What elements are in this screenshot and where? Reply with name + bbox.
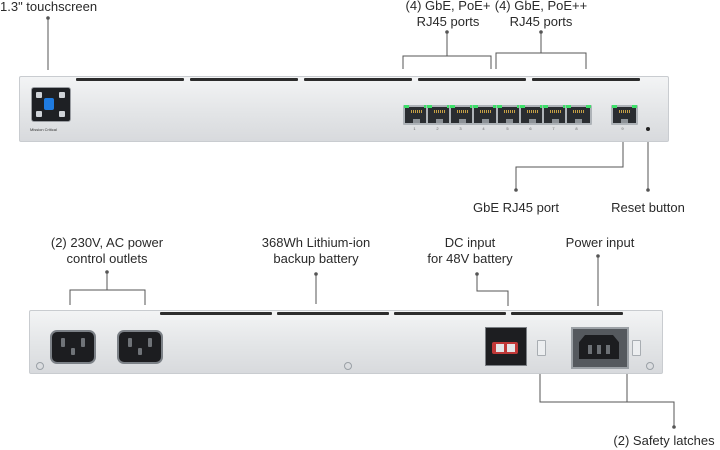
dc-input-connector[interactable] bbox=[485, 327, 527, 366]
screw-icon bbox=[36, 362, 44, 370]
vent-slot bbox=[160, 312, 272, 315]
label-dc-input: DC input for 48V battery bbox=[420, 235, 520, 267]
label-ac-outlets-line2: control outlets bbox=[66, 251, 148, 266]
label-ac-outlets: (2) 230V, AC power control outlets bbox=[42, 235, 172, 267]
screw-icon bbox=[344, 362, 352, 370]
vent-slot bbox=[511, 312, 623, 315]
label-power-input: Power input bbox=[565, 235, 635, 250]
label-gbe-rj45-port: GbE RJ45 port bbox=[473, 200, 559, 215]
vent-slot bbox=[418, 78, 526, 81]
label-dc-input-line2: for 48V battery bbox=[427, 251, 513, 266]
ac-outlet[interactable] bbox=[50, 330, 96, 364]
label-poe-plusplus: (4) GbE, PoE++ RJ45 ports bbox=[493, 0, 589, 30]
safety-latch[interactable] bbox=[537, 340, 546, 356]
screen-icon bbox=[36, 92, 42, 98]
label-poe-plusplus-line1: (4) GbE, PoE++ bbox=[494, 0, 588, 13]
label-ac-outlets-line1: (2) 230V, AC power bbox=[50, 235, 164, 250]
label-battery: 368Wh Lithium-ion backup battery bbox=[254, 235, 378, 267]
port-label: 6 bbox=[529, 126, 532, 131]
rj45-port-poe-plusplus[interactable] bbox=[565, 105, 592, 125]
vent-slot bbox=[277, 312, 389, 315]
port-label: 9 bbox=[621, 126, 624, 131]
vent-slot bbox=[304, 78, 412, 81]
label-dc-input-line1: DC input bbox=[444, 235, 496, 250]
port-label: 7 bbox=[552, 126, 555, 131]
port-label: 3 bbox=[459, 126, 462, 131]
label-reset-button: Reset button bbox=[611, 200, 685, 215]
label-poe-plus-line2: RJ45 ports bbox=[416, 14, 480, 29]
vent-slot bbox=[76, 78, 184, 81]
vent-slot bbox=[532, 78, 640, 81]
label-poe-plus-line1: (4) GbE, PoE+ bbox=[405, 0, 491, 13]
screen-icon bbox=[59, 92, 65, 98]
label-poe-plusplus-line2: RJ45 ports bbox=[509, 14, 573, 29]
port-label: 2 bbox=[436, 126, 439, 131]
port-label: 5 bbox=[506, 126, 509, 131]
rj45-port-poe-plus[interactable] bbox=[426, 105, 453, 125]
screen-icon bbox=[36, 111, 42, 117]
ac-outlet[interactable] bbox=[117, 330, 163, 364]
reset-button[interactable] bbox=[646, 127, 650, 131]
screen-icon bbox=[59, 111, 65, 117]
port-label: 4 bbox=[482, 126, 485, 131]
vent-slot bbox=[190, 78, 298, 81]
power-input-connector[interactable] bbox=[571, 327, 629, 369]
label-battery-line1: 368Wh Lithium-ion bbox=[261, 235, 371, 250]
rj45-port-gbe[interactable] bbox=[611, 105, 638, 125]
port-label: 1 bbox=[413, 126, 416, 131]
label-poe-plus: (4) GbE, PoE+ RJ45 ports bbox=[402, 0, 494, 30]
safety-latch[interactable] bbox=[632, 340, 641, 356]
screen-status-icon bbox=[44, 98, 54, 110]
touchscreen[interactable] bbox=[31, 87, 71, 122]
label-safety-latches: (2) Safety latches bbox=[613, 433, 715, 448]
front-badge: Mission Critical bbox=[30, 127, 57, 132]
port-label: 8 bbox=[575, 126, 578, 131]
label-battery-line2: backup battery bbox=[273, 251, 359, 266]
rj45-port-poe-plus[interactable] bbox=[472, 105, 499, 125]
label-touchscreen: 1.3" touchscreen bbox=[0, 0, 98, 14]
screw-icon bbox=[646, 362, 654, 370]
vent-slot bbox=[394, 312, 506, 315]
